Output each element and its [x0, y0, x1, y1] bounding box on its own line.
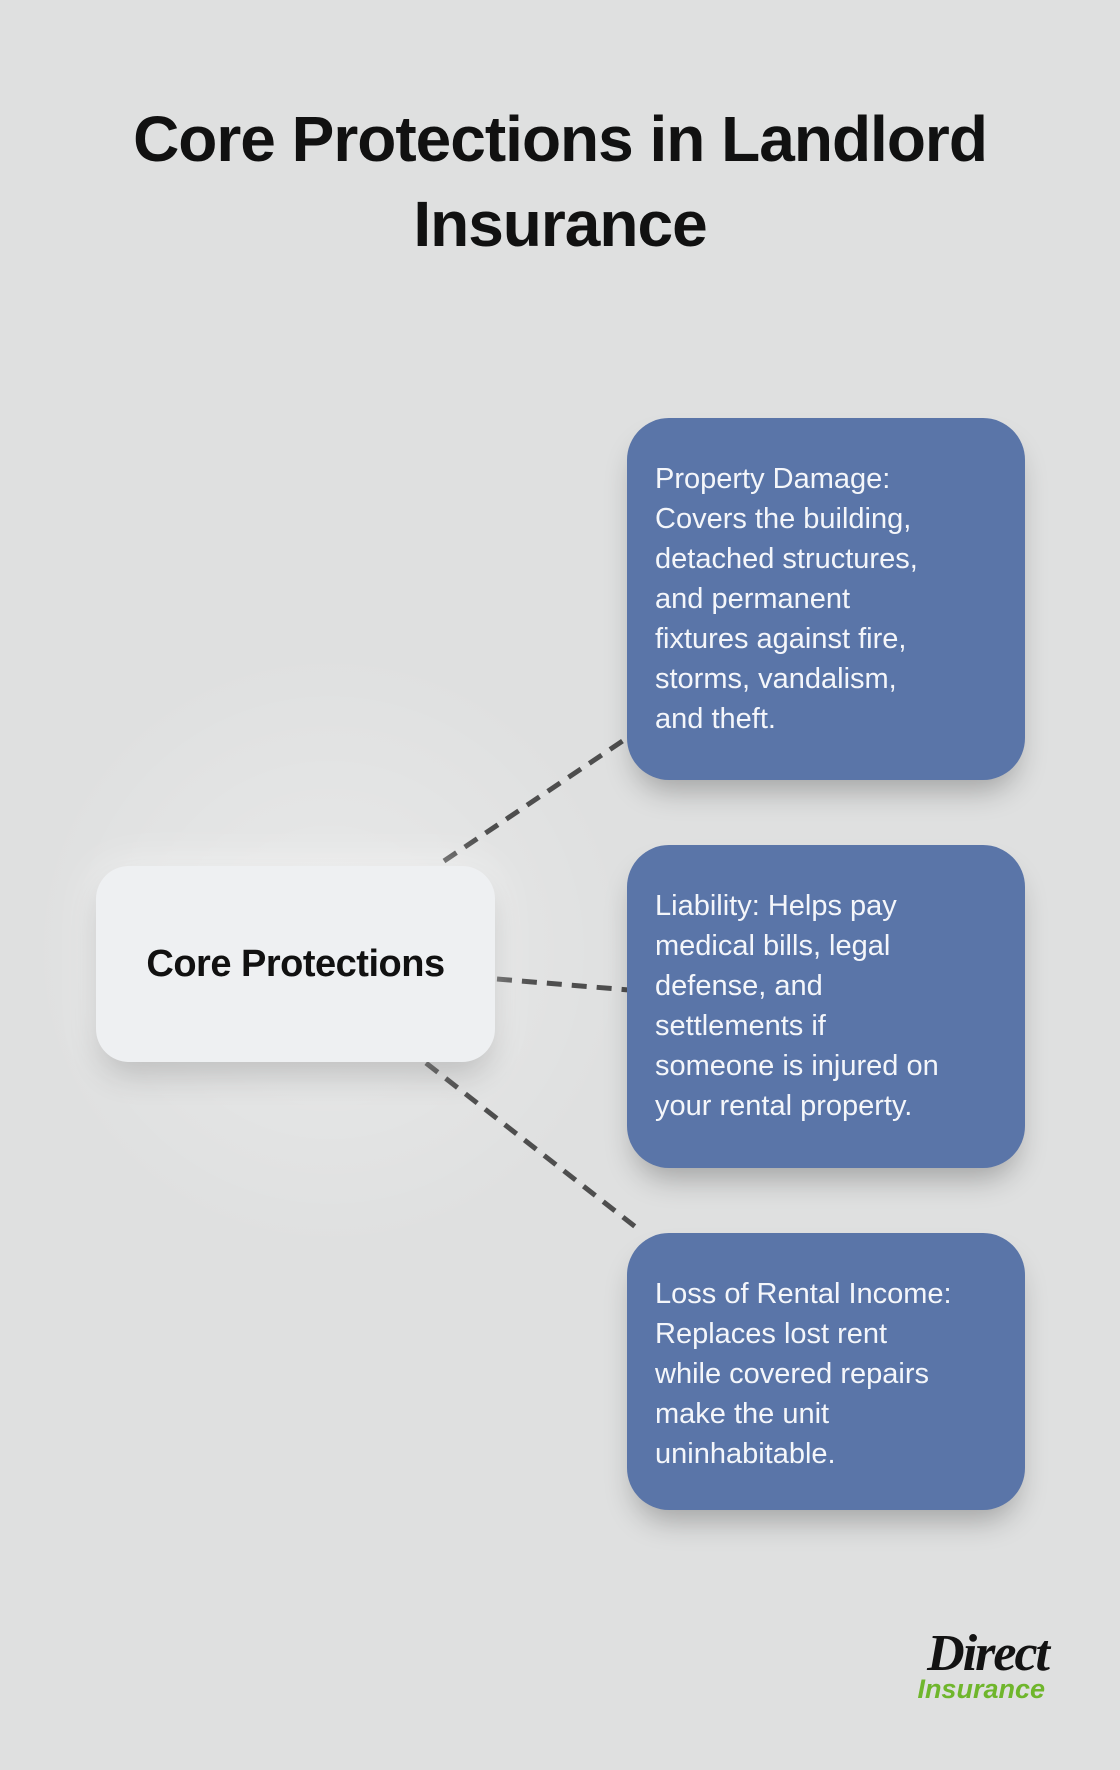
direct-insurance-logo: Direct Insurance [917, 1625, 1050, 1704]
page-title: Core Protections in Landlord Insurance [133, 103, 988, 260]
branch-card-property-damage: Property Damage: Covers the building, de… [627, 418, 1025, 780]
logo-secondary-text: Insurance [917, 1674, 1045, 1704]
logo-primary-text: Direct [927, 1625, 1050, 1682]
connector-line-property-damage [442, 733, 632, 864]
center-node-label: Core Protections [146, 942, 445, 985]
center-node-core-protections: Core Protections [96, 866, 495, 1062]
connector-line-loss-of-rental-income [424, 1061, 644, 1234]
branch-card-loss-of-rental-income: Loss of Rental Income: Replaces lost ren… [627, 1233, 1025, 1510]
connector-line-liability [496, 976, 630, 993]
branch-card-liability: Liability: Helps pay medical bills, lega… [627, 845, 1025, 1168]
